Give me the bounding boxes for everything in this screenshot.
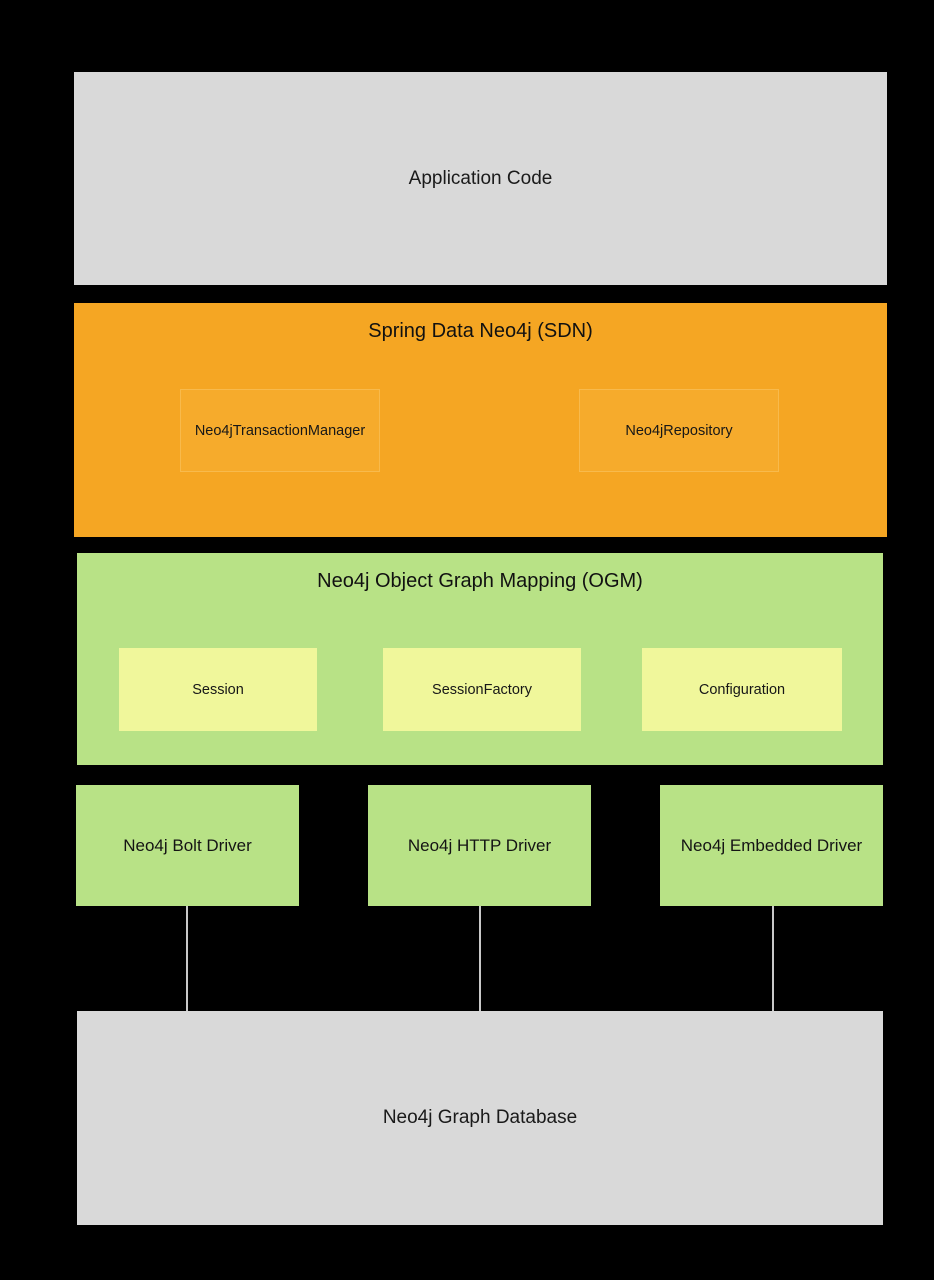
- component-session-label: Session: [192, 681, 244, 698]
- component-session: Session: [119, 648, 317, 731]
- connector-bolt-driver-to-database: [186, 906, 188, 1011]
- layer-neo4j-ogm: Neo4j Object Graph Mapping (OGM) Session…: [77, 553, 883, 765]
- layer-application-code: Application Code: [74, 72, 887, 285]
- component-embedded-driver-label: Neo4j Embedded Driver: [680, 835, 863, 855]
- component-session-factory-label: SessionFactory: [432, 681, 532, 698]
- component-configuration: Configuration: [642, 648, 842, 731]
- layer-application-code-label: Application Code: [408, 167, 553, 189]
- component-neo4j-transaction-manager: Neo4jTransactionManager: [180, 389, 380, 472]
- layer-neo4j-ogm-title: Neo4j Object Graph Mapping (OGM): [317, 570, 643, 592]
- component-neo4j-repository: Neo4jRepository: [579, 389, 779, 472]
- layer-neo4j-graph-database: Neo4j Graph Database: [77, 1011, 883, 1225]
- component-bolt-driver: Neo4j Bolt Driver: [76, 785, 299, 906]
- component-neo4j-repository-label: Neo4jRepository: [625, 422, 733, 439]
- connector-http-driver-to-database: [479, 906, 481, 1011]
- layer-spring-data-neo4j: Spring Data Neo4j (SDN) Neo4jTransaction…: [74, 303, 887, 537]
- component-http-driver: Neo4j HTTP Driver: [368, 785, 591, 906]
- component-bolt-driver-label: Neo4j Bolt Driver: [123, 835, 252, 855]
- component-session-factory: SessionFactory: [383, 648, 581, 731]
- component-embedded-driver: Neo4j Embedded Driver: [660, 785, 883, 906]
- layer-spring-data-neo4j-title: Spring Data Neo4j (SDN): [368, 320, 593, 342]
- component-http-driver-label: Neo4j HTTP Driver: [407, 835, 552, 855]
- connector-embedded-driver-to-database: [772, 906, 774, 1011]
- component-neo4j-transaction-manager-label: Neo4jTransactionManager: [194, 422, 366, 439]
- layer-neo4j-graph-database-label: Neo4j Graph Database: [382, 1107, 578, 1128]
- component-configuration-label: Configuration: [698, 681, 786, 698]
